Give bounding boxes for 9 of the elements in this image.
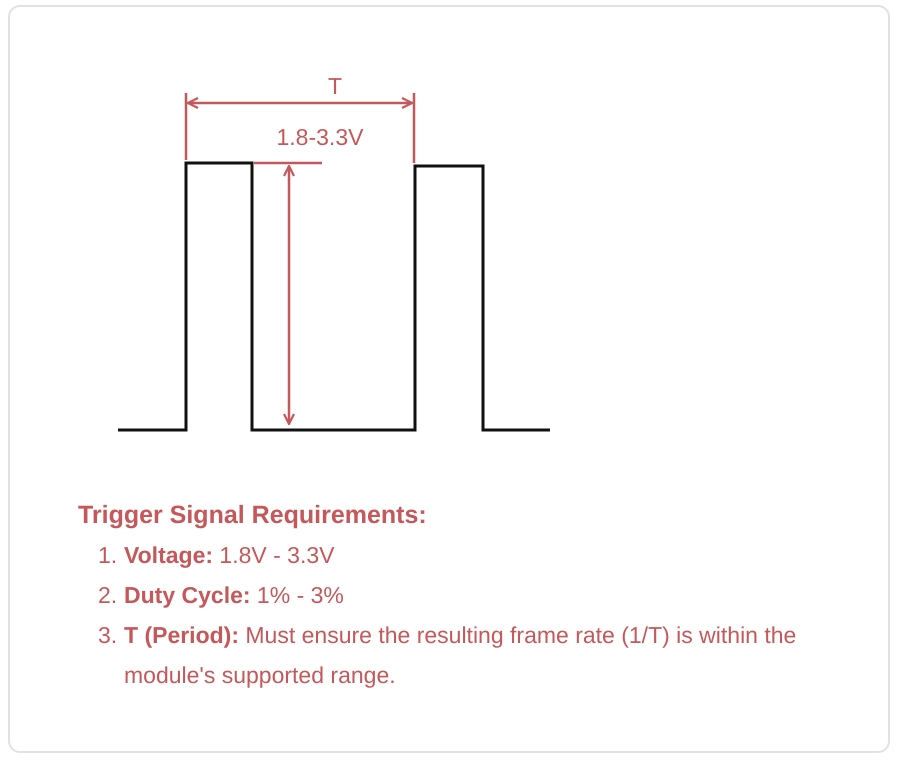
requirement-text: T (Period): Must ensure the resulting frame rate (1/T) is within the module's supported range. [124, 621, 798, 690]
dimension-label: T [328, 72, 342, 101]
section-heading: Trigger Signal Requirements: [78, 500, 427, 531]
list-number: 3. [98, 621, 118, 650]
list-number: 2. [98, 581, 118, 610]
requirement-text: Voltage: 1.8V - 3.3V [124, 541, 336, 570]
dimension-label: 1.8-3.3V [276, 123, 364, 152]
requirement-text: Duty Cycle: 1% - 3% [124, 581, 345, 610]
list-number: 1. [98, 541, 118, 570]
